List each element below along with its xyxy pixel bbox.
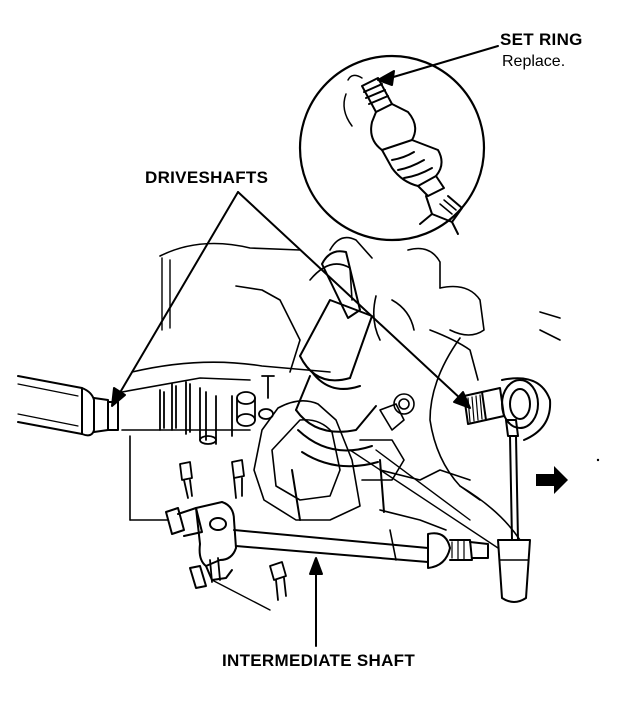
intermediate-shaft (165, 501, 489, 589)
direction-arrow-icon (536, 466, 568, 494)
inset-joint (343, 74, 463, 235)
set-ring-leader (377, 45, 499, 86)
intermediate-shaft-label: INTERMEDIATE SHAFT (222, 651, 416, 670)
set-ring-note: Replace. (502, 53, 566, 70)
alignment-lines (129, 449, 499, 611)
transmission-bolts (159, 257, 287, 601)
transmission-housing (121, 236, 561, 561)
screwdriver (497, 419, 531, 603)
left-driveshaft (17, 375, 119, 437)
speck (596, 458, 600, 462)
driveshafts-label: DRIVESHAFTS (145, 168, 269, 187)
intermediate-shaft-leader (309, 557, 323, 647)
set-ring-label: SET RING (500, 30, 583, 49)
axle-tube (291, 250, 385, 521)
driveshafts-leaders (111, 191, 471, 409)
right-driveshaft-end (463, 377, 552, 441)
inset-detail (298, 54, 486, 242)
